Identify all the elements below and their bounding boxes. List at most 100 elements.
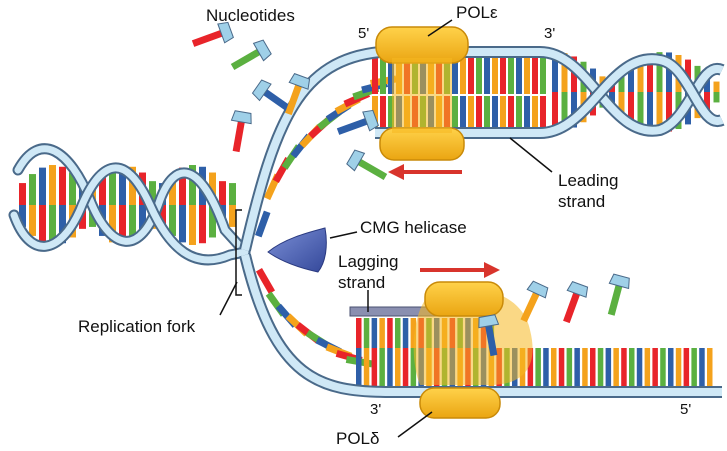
base-pair: [119, 205, 126, 245]
base-pair: [39, 167, 46, 205]
leading-template-base: [492, 58, 498, 94]
base-pair: [109, 205, 116, 243]
pol-delta: [413, 281, 533, 419]
lagging-template-base: [527, 348, 534, 386]
label-lagging-1: Lagging: [338, 252, 399, 271]
lagging-template-base: [590, 348, 596, 386]
base-pair: [49, 165, 56, 205]
leading-template-base: [524, 58, 530, 94]
base-pair: [59, 166, 66, 205]
lagging-template-base: [691, 348, 697, 386]
leading-new-base: [468, 96, 474, 128]
lagging-direction-arrow: [420, 262, 500, 278]
lagging-template-base: [699, 348, 705, 386]
label-leading-2: strand: [558, 192, 605, 211]
base-pair: [189, 205, 196, 245]
daughter-base: [637, 58, 644, 92]
daughter-base: [552, 92, 558, 132]
base-pair: [99, 174, 106, 205]
lagging-template-base: [644, 348, 651, 386]
free-nucleotide: [520, 280, 549, 323]
fork-bracket: [235, 209, 242, 296]
leading-template-base: [484, 58, 490, 94]
base-pair: [149, 181, 156, 205]
leading-new-base: [372, 96, 378, 128]
free-nucleotide: [230, 110, 252, 153]
okazaki-base: [402, 318, 409, 348]
okazaki-base: [410, 318, 417, 348]
free-nucleotide: [336, 109, 379, 135]
leading-new-base: [516, 96, 522, 128]
lagging-template-base: [356, 348, 362, 386]
daughter-base: [666, 52, 672, 92]
label-nucleotides: Nucleotides: [206, 6, 295, 25]
lagging-template-base: [613, 348, 619, 386]
lagging-template-base: [621, 348, 627, 386]
daughter-base: [666, 92, 672, 132]
daughter-base: [656, 92, 663, 132]
leading-template-base: [476, 58, 482, 94]
leading-new-base: [532, 96, 538, 128]
leading-new-base: [460, 96, 466, 128]
free-nucleotide: [230, 39, 272, 71]
daughter-base: [628, 64, 634, 92]
leading-template-base: [500, 58, 506, 94]
leading-template-base: [468, 58, 474, 94]
base-pair: [39, 205, 46, 243]
base-pair: [59, 205, 66, 244]
daughter-base: [656, 52, 663, 92]
leading-fork-base: [254, 210, 271, 238]
label-cmg-helicase: CMG helicase: [360, 218, 467, 237]
okazaki-base: [371, 318, 378, 348]
base-pair: [69, 172, 76, 205]
daughter-base: [561, 92, 568, 131]
base-pair: [189, 165, 196, 205]
lagging-fork-base: [255, 268, 275, 295]
base-pair: [199, 205, 206, 244]
lagging-template-base: [363, 348, 370, 386]
leading-template-base: [380, 58, 386, 94]
label-lagging-2: strand: [338, 273, 385, 292]
base-pair: [209, 205, 216, 238]
lagging-template-base: [387, 348, 393, 386]
lagging-template-base: [707, 348, 713, 386]
leading-template-base: [508, 58, 514, 94]
base-pair: [19, 183, 26, 205]
base-pair: [169, 174, 176, 205]
base-pair: [129, 166, 136, 205]
lagging-template-base: [551, 348, 557, 386]
base-pair: [129, 205, 136, 244]
base-pair: [229, 183, 236, 205]
leading-new-base: [476, 96, 482, 128]
lagging-template-base: [605, 348, 612, 386]
lagging-template-base: [402, 348, 409, 386]
free-nucleotide: [251, 79, 292, 113]
leading-template-base: [452, 58, 458, 94]
lagging-template-base: [566, 348, 573, 386]
base-pair: [159, 205, 166, 227]
daughter-base: [618, 71, 625, 92]
okazaki-base: [379, 318, 385, 348]
lagging-template-base: [652, 348, 658, 386]
leading-new-base: [452, 96, 458, 128]
lagging-template-base: [410, 348, 417, 386]
lagging-template-base: [543, 348, 549, 386]
lagging-template-base: [558, 348, 565, 386]
base-pair: [119, 165, 126, 205]
daughter-base: [628, 92, 634, 120]
base-pair: [29, 205, 36, 236]
base-pair: [49, 205, 56, 245]
base-pair: [219, 181, 226, 205]
base-pair: [109, 167, 116, 205]
leading-new-base: [484, 96, 490, 128]
base-pair: [29, 174, 36, 205]
leading-direction-arrow: [388, 164, 462, 180]
leading-template-base: [388, 58, 394, 94]
lagging-template-base: [675, 348, 682, 386]
okazaki-base: [387, 318, 393, 348]
daughter-base: [552, 52, 558, 92]
base-pair: [139, 205, 146, 238]
lagging-template-base: [629, 348, 635, 386]
daughter-base: [618, 92, 625, 113]
